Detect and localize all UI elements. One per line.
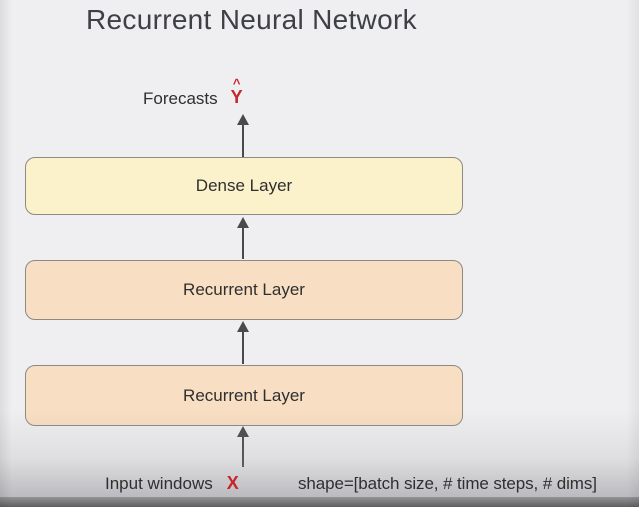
hat-accent: ^ [232, 76, 241, 91]
arrow-shaft [242, 437, 244, 467]
arrow-shaft [242, 125, 244, 157]
page-title: Recurrent Neural Network [86, 4, 417, 35]
recurrent-layer-2-label: Recurrent Layer [183, 280, 305, 299]
bottom-bar [0, 497, 639, 507]
arrowhead-icon [237, 114, 249, 125]
shape-annotation: shape=[batch size, # time steps, # dims] [298, 474, 597, 493]
arrowhead-icon [237, 426, 249, 437]
y-hat-symbol: ^ Y [230, 76, 243, 107]
arrowhead-icon [237, 217, 249, 228]
arrow-up-icon [237, 321, 249, 364]
arrowhead-icon [237, 321, 249, 332]
input-windows-label-group: Input windows X [105, 473, 239, 494]
input-annotation-row: Input windows X shape=[batch size, # tim… [0, 473, 639, 495]
y-symbol: Y [230, 87, 243, 107]
recurrent-layer-2-box: Recurrent Layer [25, 260, 463, 320]
dense-layer-box: Dense Layer [25, 157, 463, 215]
arrow-shaft [242, 228, 244, 259]
arrow-up-icon [237, 217, 249, 259]
arrow-up-icon [237, 426, 249, 467]
dense-layer-label: Dense Layer [195, 176, 293, 195]
forecast-label: Forecasts [143, 89, 218, 108]
forecast-output-label: Forecasts ^ Y [143, 77, 243, 110]
input-windows-label: Input windows [105, 473, 213, 493]
arrow-up-icon [237, 114, 249, 157]
arrow-shaft [242, 332, 244, 364]
recurrent-layer-1-box: Recurrent Layer [25, 365, 463, 426]
x-symbol: X [226, 473, 239, 493]
recurrent-layer-1-label: Recurrent Layer [183, 385, 305, 405]
